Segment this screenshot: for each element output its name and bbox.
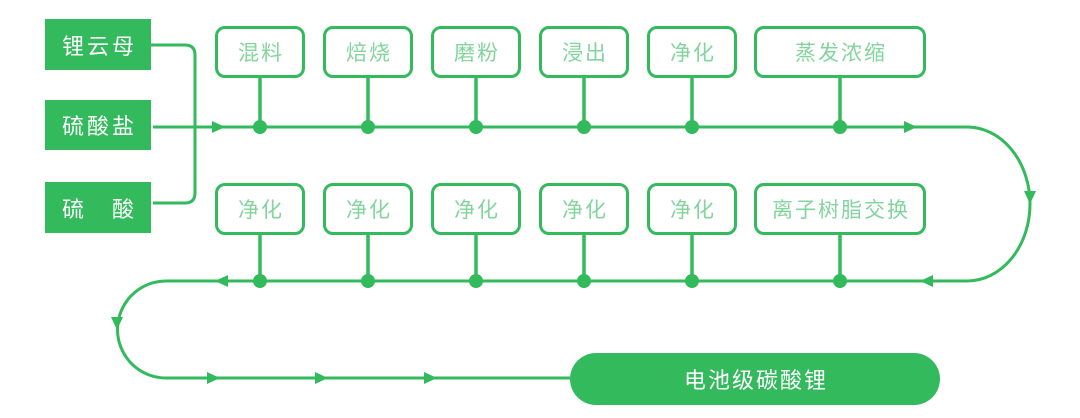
process-step-box: 焙烧 — [323, 26, 413, 78]
result-pill: 电池级碳酸锂 — [570, 353, 940, 405]
arrow-down-icon — [1024, 191, 1036, 204]
junction-dot — [577, 274, 591, 288]
process-step-box: 净化 — [431, 183, 521, 235]
arrow-left-icon — [215, 275, 228, 287]
process-step-box: 净化 — [539, 183, 629, 235]
arrow-right-icon — [207, 372, 220, 384]
junction-dot — [577, 120, 591, 134]
source-merge-line — [151, 43, 197, 205]
process-step-box: 浸出 — [539, 26, 629, 78]
junction-dot — [833, 120, 847, 134]
arrow-right-icon — [904, 121, 917, 133]
process-step-box: 离子树脂交换 — [754, 183, 926, 235]
arrow-down-icon — [111, 317, 123, 330]
arrow-right-icon — [315, 372, 328, 384]
junction-dot — [253, 120, 267, 134]
junction-dot — [361, 274, 375, 288]
source-box-sulfate: 硫酸盐 — [45, 100, 151, 150]
process-step-box: 净化 — [647, 183, 737, 235]
process-step-box: 净化 — [323, 183, 413, 235]
source-box-lepidolite: 锂云母 — [45, 19, 151, 70]
source-box-sulfuric-acid: 硫 酸 — [45, 182, 151, 233]
process-step-box: 蒸发浓缩 — [754, 26, 926, 78]
process-step-box: 净化 — [215, 183, 305, 235]
process-step-box: 磨粉 — [431, 26, 521, 78]
junction-dot — [685, 120, 699, 134]
junction-dot — [469, 274, 483, 288]
process-step-box: 净化 — [647, 26, 737, 78]
arrow-left-icon — [920, 275, 933, 287]
main-flow-line — [116, 125, 1032, 380]
arrow-right-icon — [212, 121, 225, 133]
process-step-box: 混料 — [215, 26, 305, 78]
junction-dot — [833, 274, 847, 288]
junction-dot — [469, 120, 483, 134]
junction-dot — [361, 120, 375, 134]
junction-dot — [685, 274, 699, 288]
junction-dot — [253, 274, 267, 288]
arrow-right-icon — [424, 372, 437, 384]
